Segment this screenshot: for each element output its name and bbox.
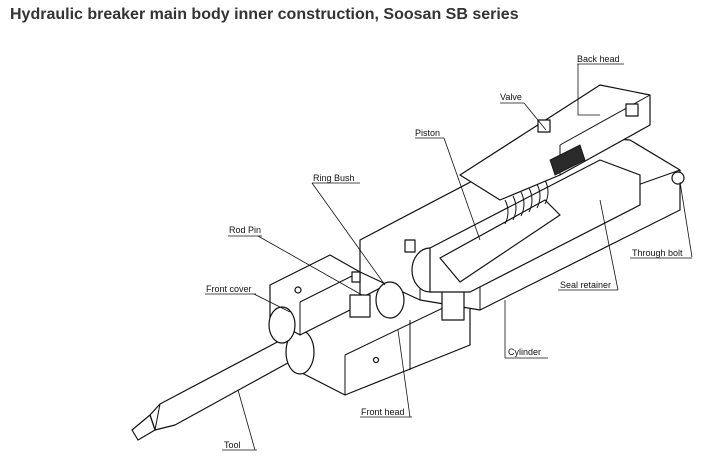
front-cover-part [268, 254, 361, 344]
label-cylinder: Cylinder [508, 347, 541, 357]
label-piston: Piston [415, 128, 440, 138]
cylinder-part [359, 134, 681, 321]
label-seal-retainer: Seal retainer [560, 280, 611, 290]
label-rod-pin: Rod Pin [229, 225, 261, 235]
leader-front-head [397, 329, 411, 418]
leader-tool [237, 389, 256, 451]
label-ring-bush: Ring Bush [313, 173, 355, 183]
label-through-bolt: Through bolt [632, 248, 683, 258]
back-head-part [459, 84, 685, 201]
leader-through-bolt [679, 181, 693, 258]
label-back-head: Back head [577, 54, 620, 64]
label-valve: Valve [500, 92, 522, 102]
label-tool: Tool [224, 440, 241, 450]
label-front-cover: Front cover [206, 284, 252, 294]
leader-piston [443, 137, 481, 241]
leader-back-head [577, 64, 600, 116]
leader-ring-bush [311, 182, 386, 286]
leader-front-cover [253, 293, 291, 313]
page-title: Hydraulic breaker main body inner constr… [10, 6, 519, 23]
leader-valve [523, 102, 547, 131]
leader-rod-pin [257, 235, 363, 296]
leader-seal-retainer [599, 199, 619, 291]
label-front-head: Front head [361, 407, 405, 417]
rod-pin-part [349, 239, 416, 319]
